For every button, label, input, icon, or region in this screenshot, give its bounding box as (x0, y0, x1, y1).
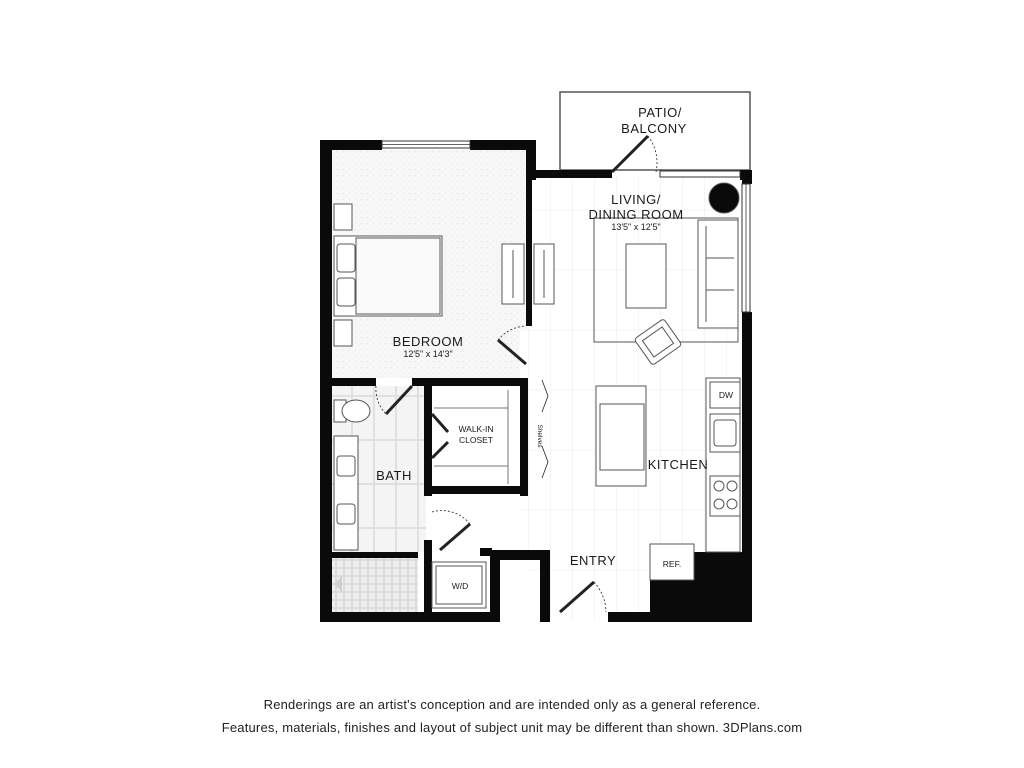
kitchen-label: KITCHEN (648, 457, 709, 472)
shower-floor (332, 556, 418, 612)
refrigerator (649, 543, 695, 581)
closet-label: WALK-IN (458, 424, 493, 434)
sink (336, 503, 356, 525)
refrigerator-label: REF. (663, 559, 681, 569)
bedroom-dimensions: 12'5" x 14'3" (403, 349, 452, 359)
dining-room-label: DINING ROOM (588, 207, 683, 222)
closet-label-2: CLOSET (459, 435, 493, 445)
nightstand-top (333, 203, 353, 231)
bedroom-furniture (333, 203, 525, 347)
shelves-label: Shelves (536, 424, 543, 448)
washer-dryer-label: W/D (452, 581, 469, 591)
shower-drain (334, 576, 342, 592)
walls (320, 140, 752, 622)
living-label: LIVING/ (611, 192, 661, 207)
dishwasher (709, 381, 741, 409)
balcony-label: BALCONY (621, 121, 687, 136)
toilet-bowl (341, 399, 371, 423)
living-dimensions: 13'5" x 12'5" (611, 222, 660, 232)
bedroom-label: BEDROOM (393, 334, 464, 349)
vanity (333, 435, 359, 551)
plant-pot (708, 182, 740, 214)
patio-label: PATIO/ (638, 105, 682, 120)
doors (375, 134, 658, 614)
dishwasher-label: DW (719, 390, 733, 400)
windows (381, 140, 751, 313)
coffee-table (625, 243, 667, 309)
disclaimer-line-2: Features, materials, finishes and layout… (221, 720, 803, 735)
kitchen-fixtures (595, 377, 741, 581)
nightstand-bottom (333, 319, 353, 347)
entry-label: ENTRY (570, 553, 616, 568)
sofa (697, 219, 739, 329)
closet-floor (432, 390, 526, 486)
closet-shelves (434, 390, 509, 484)
disclaimer-line-1: Renderings are an artist's conception an… (263, 697, 761, 712)
pillow (336, 277, 356, 307)
armchair (634, 319, 682, 365)
pillow (336, 243, 356, 273)
bath-fixtures (333, 399, 487, 609)
patio-balcony (559, 91, 751, 171)
bath-label: BATH (376, 468, 412, 483)
living-furniture (533, 182, 740, 365)
sink (336, 455, 356, 477)
